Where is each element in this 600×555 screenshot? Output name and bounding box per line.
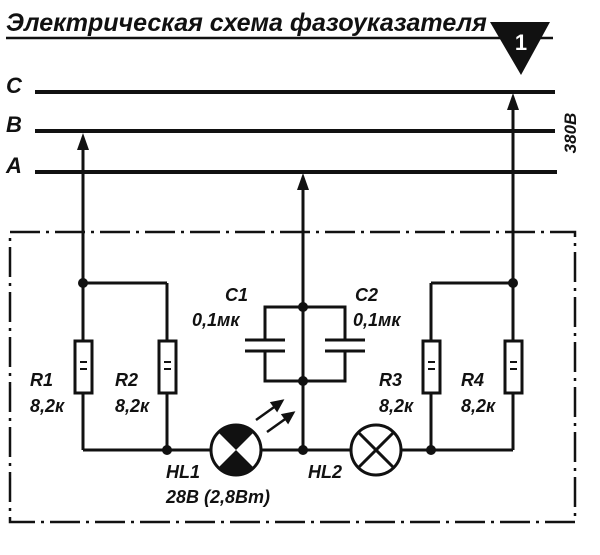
c1-name: C1 bbox=[225, 285, 248, 305]
r2-name: R2 bbox=[115, 370, 138, 390]
r1-name: R1 bbox=[30, 370, 53, 390]
arrow-to-phase-a bbox=[297, 173, 309, 190]
r2-value: 8,2к bbox=[115, 396, 150, 416]
lamp-hl1-fill bbox=[218, 424, 254, 450]
wire bbox=[263, 351, 347, 383]
arrow-to-phase-b bbox=[77, 133, 89, 150]
r1-value: 8,2к bbox=[30, 396, 65, 416]
phase-label-b: B bbox=[6, 112, 22, 137]
phase-label-c: C bbox=[6, 73, 23, 98]
figure-number: 1 bbox=[515, 30, 527, 55]
device-enclosure bbox=[8, 230, 577, 524]
r3-value: 8,2к bbox=[379, 396, 414, 416]
arrow-to-phase-c bbox=[507, 93, 519, 110]
hl1-name: HL1 bbox=[166, 462, 200, 482]
junction-left-bottom bbox=[162, 445, 172, 455]
wire bbox=[263, 305, 347, 340]
r4-name: R4 bbox=[461, 370, 484, 390]
hl2-name: HL2 bbox=[308, 462, 342, 482]
resistor-r2 bbox=[157, 339, 178, 395]
r3-name: R3 bbox=[379, 370, 402, 390]
voltage-label: 380В bbox=[561, 113, 580, 154]
lamp-hl2-cross bbox=[356, 430, 396, 470]
resistor-r4 bbox=[503, 339, 524, 395]
diagram-title: Электрическая схема фазоуказателя bbox=[6, 9, 487, 37]
c2-value: 0,1мк bbox=[353, 310, 401, 330]
c1-value: 0,1мк bbox=[192, 310, 240, 330]
hl1-rating: 28В (2,8Вт) bbox=[165, 487, 270, 507]
resistor-r3 bbox=[421, 339, 442, 395]
c2-name: C2 bbox=[355, 285, 378, 305]
capacitor-c2 bbox=[325, 338, 365, 353]
phase-label-a: A bbox=[5, 153, 22, 178]
r4-value: 8,2к bbox=[461, 396, 496, 416]
light-emission-icon bbox=[255, 399, 296, 434]
resistor-r1 bbox=[73, 339, 94, 395]
capacitor-c1 bbox=[245, 338, 285, 353]
lamp-hl1-fill bbox=[218, 450, 254, 476]
figure-number-triangle bbox=[490, 22, 550, 75]
